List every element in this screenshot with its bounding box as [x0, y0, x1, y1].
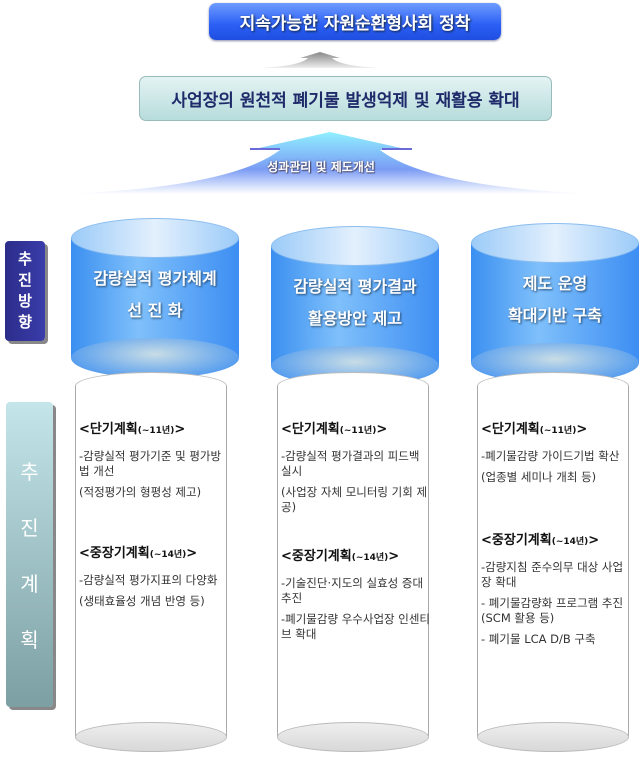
- short-term-heading: <단기계획(~11년)>: [481, 422, 588, 437]
- plan-note: (생태효율성 개념 반영 등): [79, 594, 205, 608]
- arrow-label: 성과관리 및 제도개선: [267, 160, 375, 174]
- direction-line2: 확대기반 구축: [508, 306, 602, 325]
- plan-cylinder: <단기계획(~11년)> -감량실적 평가기준 및 평가방법 개선 (적정평가의…: [75, 372, 227, 752]
- short-term-heading: <단기계획(~11년)>: [281, 422, 388, 437]
- long-term-heading: <중장기계획(~14년)>: [79, 546, 198, 561]
- plan-label: 추 진 계 획: [6, 402, 53, 707]
- plan-item: -폐기물감량 우수사업장 인센티브 확대: [281, 612, 430, 641]
- direction-char: 추: [18, 250, 32, 268]
- plan-cylinder: <단기계획(~11년)> -폐기물감량 가이드기법 확산 (업종별 세미나 개최…: [477, 372, 629, 752]
- goal-box: 지속가능한 자원순환형사회 정착: [209, 3, 501, 40]
- plan-note: (사업장 자체 모니터링 기회 제공): [281, 485, 428, 514]
- up-arrow-icon: [260, 52, 380, 68]
- direction-char: 향: [18, 313, 32, 331]
- objective-box: 사업장의 원천적 폐기물 발생억제 및 재활용 확대: [139, 76, 552, 121]
- plan-char: 획: [20, 628, 39, 653]
- plan-item: -폐기물감량 가이드기법 확산: [481, 449, 620, 463]
- short-term-heading: <단기계획(~11년)>: [79, 422, 186, 437]
- plan-item: -감량지침 준수의무 대상 사업장 확대: [481, 560, 624, 589]
- plan-item: -감량실적 평가기준 및 평가방법 개선: [79, 449, 222, 478]
- plan-item: - 폐기물 LCA D/B 구축: [481, 632, 596, 646]
- long-term-heading: <중장기계획(~14년)>: [481, 533, 600, 548]
- plan-char: 진: [20, 515, 39, 540]
- plan-cylinder: <단기계획(~11년)> -감량실적 평가결과의 피드백 실시 (사업장 자체 …: [277, 372, 430, 752]
- up-arrow-icon: [60, 132, 600, 194]
- direction-char: 진: [18, 271, 32, 289]
- direction-char: 방: [18, 292, 32, 310]
- plan-item: -기술진단·지도의 실효성 증대 추진: [281, 576, 424, 605]
- plan-item: -감량실적 평가지표의 다양화: [79, 573, 218, 587]
- plan-char: 추: [20, 459, 39, 484]
- plan-note: (업종별 세미나 개최 등): [481, 470, 597, 484]
- plan-item: -감량실적 평가결과의 피드백 실시: [281, 449, 420, 478]
- plan-note: (적정평가의 형평성 제고): [79, 485, 202, 499]
- direction-line2: 선 진 화: [127, 301, 183, 320]
- direction-line2: 활용방안 제고: [308, 309, 402, 328]
- long-term-heading: <중장기계획(~14년)>: [281, 549, 400, 564]
- plan-item: - 폐기물감량화 프로그램 추진(SCM 활용 등): [481, 596, 624, 625]
- direction-line1: 감량실적 평가결과: [293, 277, 417, 296]
- direction-label: 추 진 방 향: [5, 241, 45, 341]
- direction-line1: 제도 운영: [522, 274, 588, 293]
- plan-char: 계: [20, 572, 39, 597]
- direction-line1: 감량실적 평가체계: [93, 269, 217, 288]
